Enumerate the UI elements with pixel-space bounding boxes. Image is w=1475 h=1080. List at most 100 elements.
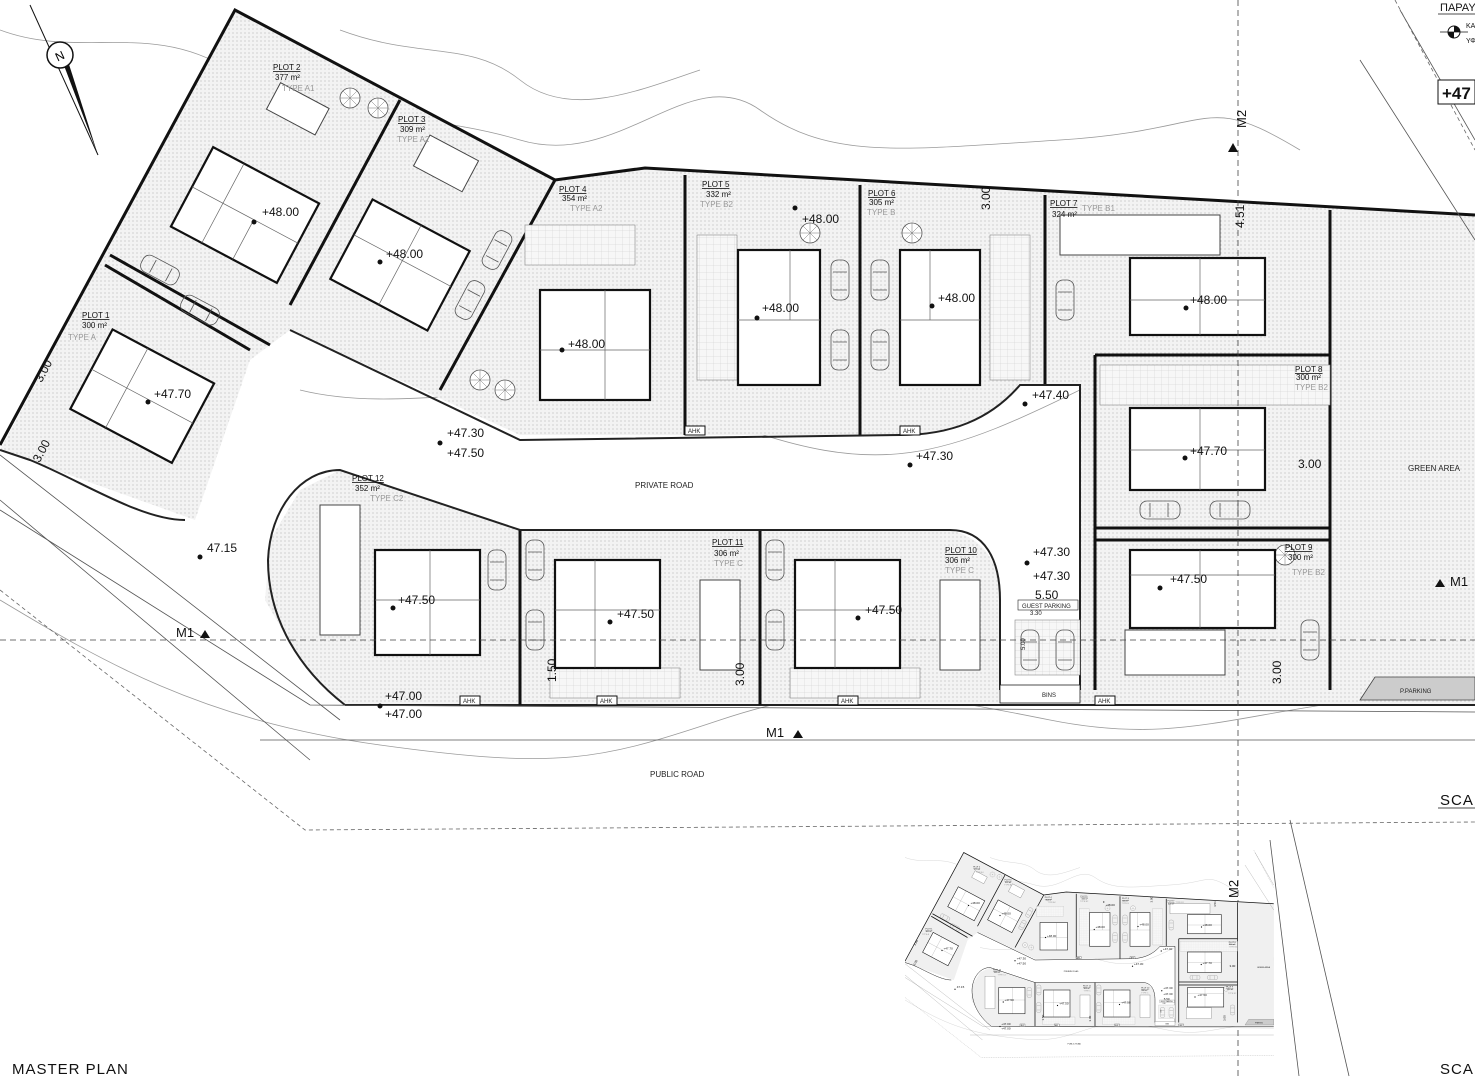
- drawing-title: MASTER PLAN: [12, 1061, 129, 1078]
- plots-9-area: 306 m²: [945, 556, 970, 565]
- plots-7-area: 300 m²: [1296, 373, 1321, 382]
- plots-6-area: 324 m²: [1052, 210, 1077, 219]
- plots-0-area: 300 m²: [82, 321, 107, 330]
- labels-meter: ΑΗΚ: [903, 429, 915, 435]
- elevations-plot8: +47.70: [1190, 444, 1227, 458]
- labels-meter: ΑΗΚ: [688, 429, 700, 435]
- elevations-plot3: +48.00: [386, 247, 423, 261]
- elevations-plot11: +47.50: [617, 607, 654, 621]
- key-plan-minimap: M2: [905, 850, 1274, 1058]
- labels-public_road: PUBLIC ROAD: [650, 770, 704, 779]
- sections-m2: M2: [1234, 110, 1249, 128]
- plots-5-type: TYPE B: [867, 208, 895, 217]
- elevations-road_a: +47.30: [447, 426, 484, 440]
- legend: ΠΑΡΑΥ ΚΑ ΥΦ +47: [1437, 2, 1475, 105]
- houses: [68, 145, 1277, 670]
- labels-meter: ΑΗΚ: [841, 699, 853, 705]
- plots-11-name: PLOT 12: [352, 474, 384, 483]
- plots-9-type: TYPE C: [945, 566, 974, 575]
- labels-meter: ΑΗΚ: [463, 699, 475, 705]
- elevations-plot7: +48.00: [1190, 293, 1227, 307]
- drawing-legend_line2: ΥΦ: [1466, 38, 1475, 45]
- plots-8-type: TYPE B2: [1292, 568, 1325, 577]
- elevations-plot12: +47.50: [398, 593, 435, 607]
- elevations-bottom_a: +47.00: [385, 689, 422, 703]
- elevations-road_e: +47.30: [1033, 545, 1070, 559]
- plots-8-name: PLOT 9: [1285, 543, 1313, 552]
- plots-2-area: 309 m²: [400, 125, 425, 134]
- plots-1-type: TYPE A1: [282, 84, 315, 93]
- plots-8-area: 300 m²: [1288, 553, 1313, 562]
- plots-7-name: PLOT 8: [1295, 365, 1323, 374]
- sections-m2: M2: [1226, 880, 1241, 898]
- sections-m1: M1: [766, 725, 784, 740]
- dimensions-d9: 3.00: [733, 662, 747, 686]
- key-plan-viewport: [905, 850, 1274, 1058]
- plots-11-type: TYPE C2: [370, 494, 404, 503]
- plots-0-name: PLOT 1: [82, 311, 110, 320]
- plot-boundaries: [0, 7, 1475, 761]
- plots-4-name: PLOT 5: [702, 180, 730, 189]
- sections-m1: M1: [1450, 574, 1468, 589]
- labels-p_parking: P.PARKING: [1400, 689, 1432, 695]
- plots-2-name: PLOT 3: [398, 115, 426, 124]
- plots-3-type: TYPE A2: [570, 204, 603, 213]
- roads: [0, 0, 1475, 831]
- plots-6-name: PLOT 7: [1050, 199, 1078, 208]
- dimensions-d11: 5.00: [1021, 638, 1027, 650]
- plots-3-area: 354 m²: [562, 194, 587, 203]
- elevations-plot4: +48.00: [568, 337, 605, 351]
- area-labels: PRIVATE ROAD PUBLIC ROAD GREEN AREA GUES…: [635, 464, 1461, 779]
- labels-guest_parking: GUEST PARKING: [1022, 604, 1071, 610]
- north-arrow-icon: N: [29, 4, 99, 156]
- plots-4-type: TYPE B2: [700, 200, 733, 209]
- plots-9-name: PLOT 10: [945, 546, 977, 555]
- dimensions-d5: 3.00: [1298, 457, 1322, 471]
- pools-paving: [265, 81, 1475, 701]
- plots-11-area: 352 m²: [355, 484, 380, 493]
- elevations-plot9: +47.50: [1170, 572, 1207, 586]
- scale-label-bottom: SCA: [1440, 1061, 1474, 1078]
- dimensions-d3: 3.00: [979, 186, 993, 210]
- labels-green_area: GREEN AREA: [1408, 464, 1461, 473]
- plots-10-name: PLOT 11: [712, 538, 744, 547]
- elevations-bottom_b: +47.00: [385, 707, 422, 721]
- plots-5-name: PLOT 6: [868, 189, 896, 198]
- elevations-plot10: +47.50: [865, 603, 902, 617]
- plots-1-area: 377 m²: [275, 73, 300, 82]
- elevations-road_c: +47.30: [916, 449, 953, 463]
- drawing-legend_level: +47: [1442, 84, 1471, 103]
- labels-meter: ΑΗΚ: [600, 699, 612, 705]
- plots-6-type: TYPE B1: [1082, 204, 1115, 213]
- scale-label: SCA: [1440, 792, 1474, 809]
- dimensions-d4: 4.51: [1233, 204, 1247, 228]
- sections-m1: M1: [176, 625, 194, 640]
- plots-0-type: TYPE A: [68, 333, 97, 342]
- plots-10-type: TYPE C: [714, 559, 743, 568]
- drawing-legend_line1: ΚΑ: [1466, 23, 1475, 30]
- dimensions-d10: 3.00: [1270, 660, 1284, 684]
- elevation-points: +48.00 +48.00 +48.00 +48.00 +48.00 +48.0…: [145, 205, 1227, 721]
- dimensions-d7: 3.30: [1030, 611, 1042, 617]
- plot-label-7: PLOT 7 324 m² TYPE B1: [1050, 199, 1115, 219]
- drawing-legend_title: ΠΑΡΑΥ: [1440, 2, 1475, 14]
- elevations-road_d: +47.40: [1032, 388, 1069, 402]
- elevations-plot5_top: +48.00: [802, 212, 839, 226]
- dimensions-d6: 5.50: [1035, 588, 1059, 602]
- elevations-road_f: +47.30: [1033, 569, 1070, 583]
- plots-3-name: PLOT 4: [559, 185, 587, 194]
- labels-bins: BINS: [1042, 693, 1056, 699]
- elevations-plot6: +48.00: [938, 291, 975, 305]
